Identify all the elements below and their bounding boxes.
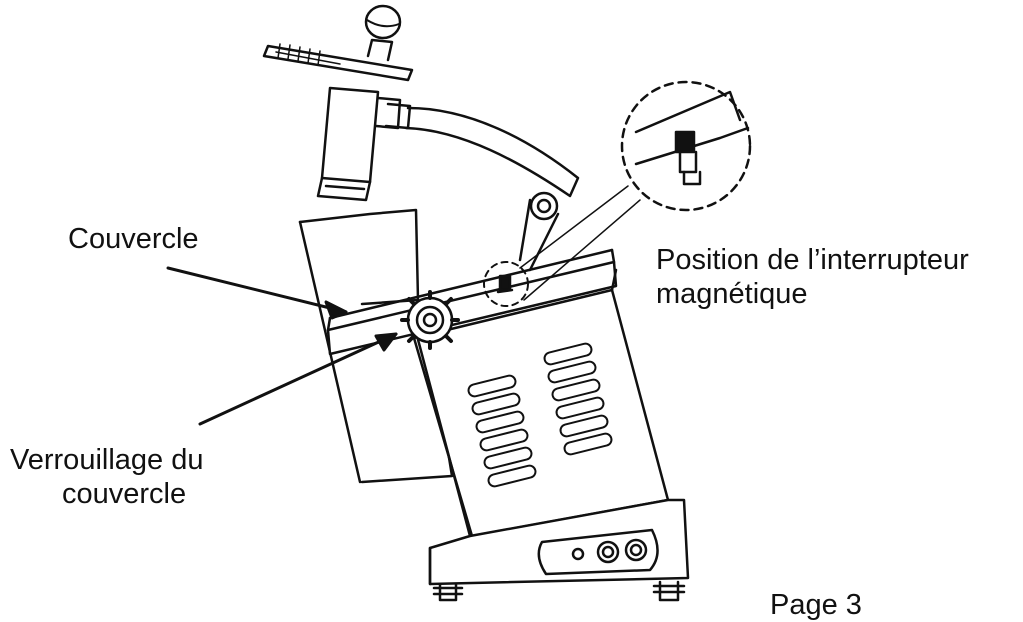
arrow-couvercle: [166, 266, 348, 320]
page-number-fragment: Page 3: [770, 589, 862, 621]
arrow-verrouillage: [198, 332, 398, 426]
zoom-leader: [519, 185, 629, 269]
food-processor-diagram: [166, 4, 752, 602]
label-interrupteur-line2: magnétique: [656, 278, 808, 310]
label-interrupteur: Position de l’interrupteur magnétique: [656, 243, 969, 311]
label-verrouillage: Verrouillage du couvercle: [10, 443, 203, 511]
label-couvercle: Couvercle: [68, 223, 199, 255]
vent-slots-left: [467, 374, 537, 488]
label-interrupteur-line1: Position de l’interrupteur: [656, 244, 969, 276]
label-verrouillage-line2: couvercle: [62, 478, 187, 510]
gear-knob-icon: [400, 290, 460, 350]
switch-marker: [483, 261, 529, 307]
machine-base: [428, 498, 690, 602]
zoom-detail: [620, 80, 752, 212]
pivot-arm: [404, 106, 580, 272]
feed-tube: [262, 4, 414, 202]
lid: [326, 248, 618, 356]
vent-slots-right: [543, 342, 613, 456]
label-verrouillage-line1: Verrouillage du: [10, 444, 204, 476]
